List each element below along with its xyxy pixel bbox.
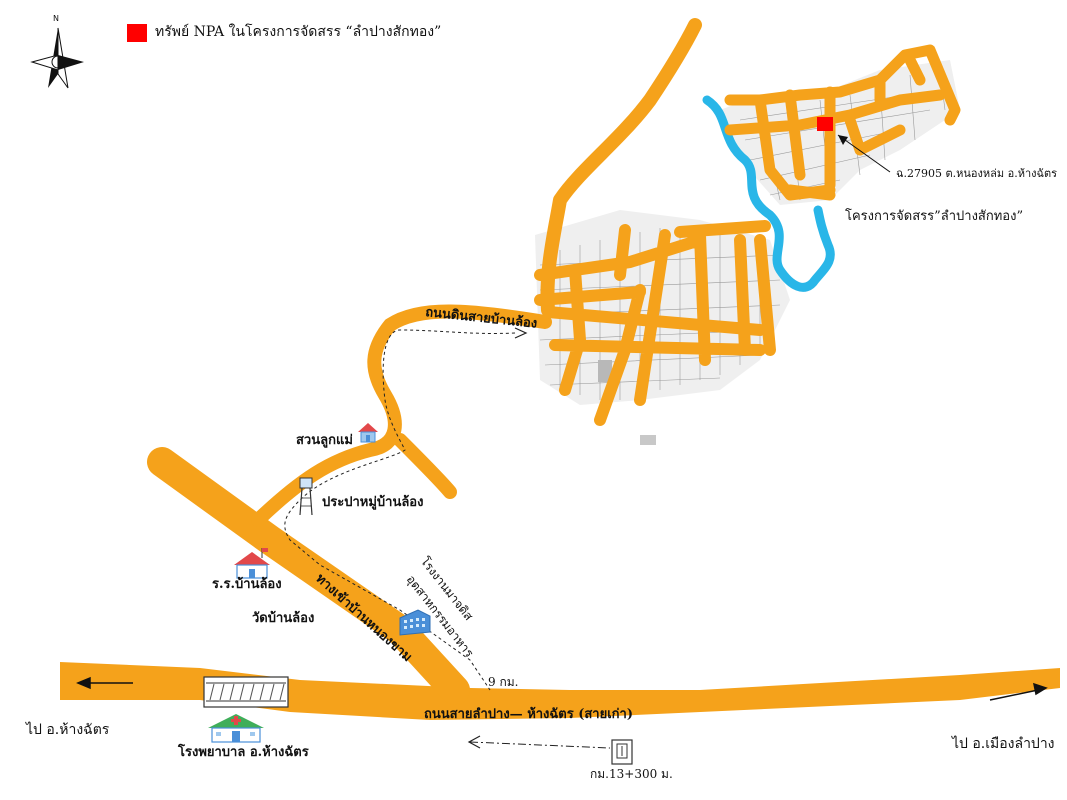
school-icon (234, 548, 270, 579)
km-marker-icon (611, 739, 633, 765)
km-marker-label: กม.13+300 ม. (590, 767, 673, 781)
hospital-label: โรงพยาบาล อ.ห้างฉัตร (178, 745, 309, 760)
project-label: โครงการจัดสรร”ลำปางสักทอง” (845, 209, 1024, 224)
legend-label: ทรัพย์ NPA ในโครงการจัดสรร “ลำปางสักทอง” (155, 24, 442, 40)
npa-marker (817, 117, 833, 131)
hospital-icon (208, 714, 264, 743)
entrance-road (147, 447, 470, 705)
stream (702, 95, 835, 292)
to-mueang-lampang-label: ไป อ.เมืองลำปาง (952, 736, 1055, 752)
main-road-label: ถนนสายลำปาง— ห้างฉัตร (สายเก่า) (424, 707, 633, 722)
bridge-icon (203, 676, 289, 708)
main-road (60, 662, 1060, 720)
nursery-label: สวนลูกแม่ (296, 433, 353, 448)
distance-label: 9 กม. (488, 675, 519, 689)
house-icon (358, 423, 378, 443)
temple-label: วัดบ้านล้อง (252, 611, 315, 626)
legend-swatch (127, 24, 147, 42)
waterworks-label: ประปาหมู่บ้านล้อง (322, 495, 424, 510)
km-arrow (469, 741, 611, 749)
plot-feature (598, 360, 612, 382)
plot-feature (640, 435, 656, 445)
direction-arrow-east (989, 682, 1048, 701)
deed-pointer (837, 134, 891, 173)
dashed-route (284, 329, 516, 691)
school-label: ร.ร.บ้านล้อง (212, 577, 282, 592)
factory-icon (399, 609, 431, 636)
north-label: N (53, 14, 59, 23)
water-tower-icon (299, 477, 313, 516)
to-hang-chat-label: ไป อ.ห้างฉัตร (26, 722, 110, 738)
route-arrowhead (514, 327, 528, 339)
village-road (251, 304, 552, 527)
north-arrow-icon (30, 27, 84, 89)
north-road (540, 18, 702, 317)
direction-arrow-west (76, 676, 133, 690)
title-deed-label: ฉ.27905 ต.หนองหล่ม อ.ห้างฉัตร (896, 167, 1058, 180)
roads (60, 18, 1060, 720)
